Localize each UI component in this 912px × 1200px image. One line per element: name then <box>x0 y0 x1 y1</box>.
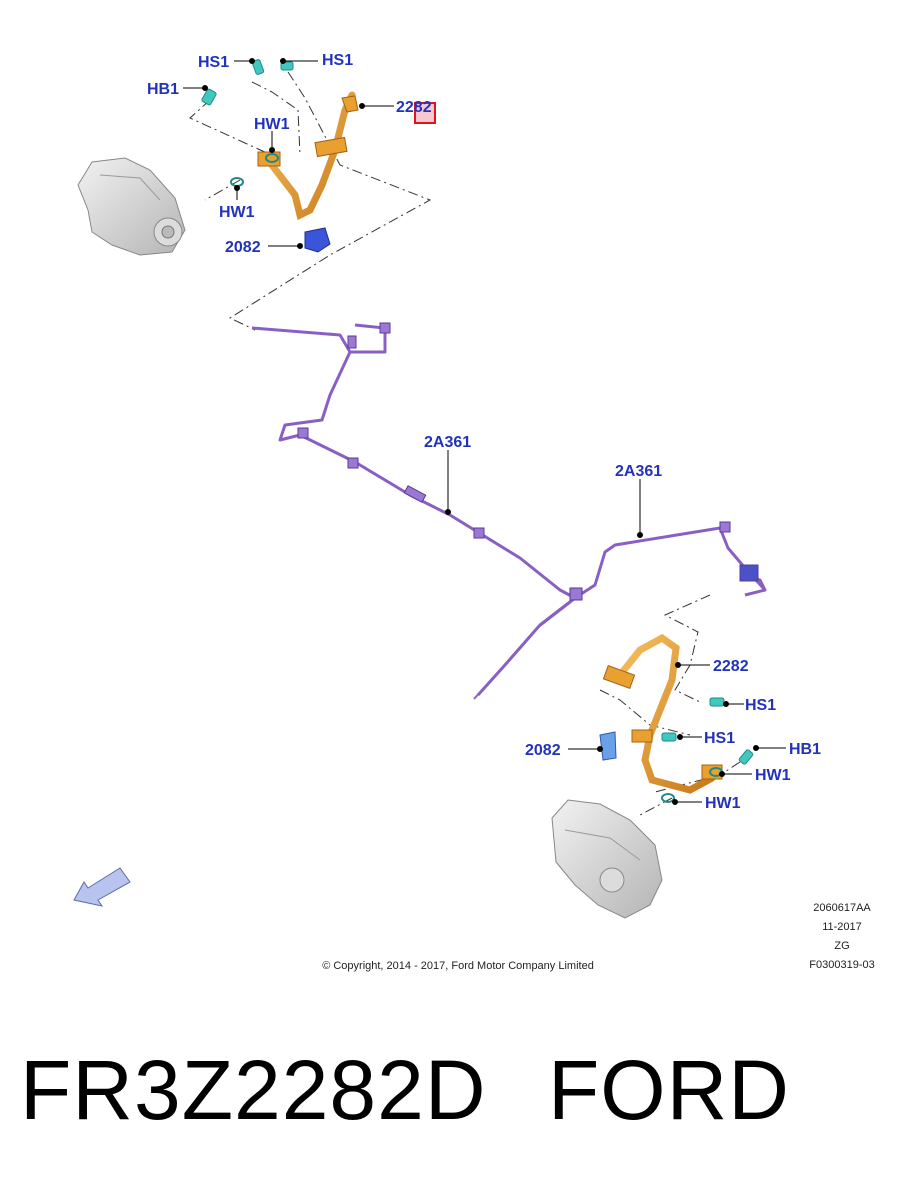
part-number: FR3Z2282D <box>20 1043 487 1137</box>
callout-hs1: HS1 <box>198 54 229 71</box>
callout-hose-2282: 2282 <box>713 658 749 675</box>
parts-diagram: HS1 HS1 HB1 HW1 HW1 2282 2082 2A361 2A36… <box>73 52 875 972</box>
callout-hs1: HS1 <box>322 52 353 69</box>
brake-caliper-upper <box>77 157 186 256</box>
callout-tube-2a361: 2A361 <box>615 463 662 480</box>
bracket-upper <box>304 227 331 253</box>
tube-clips <box>297 322 759 601</box>
fasteners-upper <box>201 59 294 187</box>
callout-bracket-2082: 2082 <box>225 239 261 256</box>
copyright: © Copyright, 2014 - 2017, Ford Motor Com… <box>322 960 594 972</box>
bracket-lower <box>599 731 617 761</box>
leader-lines-upper <box>189 71 432 331</box>
callout-hw1: HW1 <box>254 116 290 133</box>
callout-hw1: HW1 <box>755 767 791 784</box>
brand-name: FORD <box>548 1043 790 1137</box>
direction-arrow <box>73 867 131 907</box>
callout-hs1: HS1 <box>745 697 776 714</box>
region-code: ZG <box>834 940 849 952</box>
highlight-box <box>414 102 436 124</box>
illustration-id: 2060617AA <box>813 902 871 914</box>
callout-bracket-2082: 2082 <box>525 742 561 759</box>
illustration-date: 11-2017 <box>822 921 862 933</box>
callout-hw1: HW1 <box>705 795 741 812</box>
brake-caliper-lower <box>551 799 663 919</box>
fasteners-lower <box>661 697 754 803</box>
callout-hw1: HW1 <box>219 204 255 221</box>
brake-tubes <box>251 323 767 700</box>
callout-leaders <box>183 58 786 805</box>
brake-hose-lower <box>602 633 723 794</box>
callout-hs1: HS1 <box>704 730 735 747</box>
callout-hb1: HB1 <box>789 741 821 758</box>
figure-id: F0300319-03 <box>809 959 874 971</box>
callout-tube-2a361: 2A361 <box>424 434 471 451</box>
callout-hb1: HB1 <box>147 81 179 98</box>
callout-hose-2282: 2282 <box>396 99 432 116</box>
